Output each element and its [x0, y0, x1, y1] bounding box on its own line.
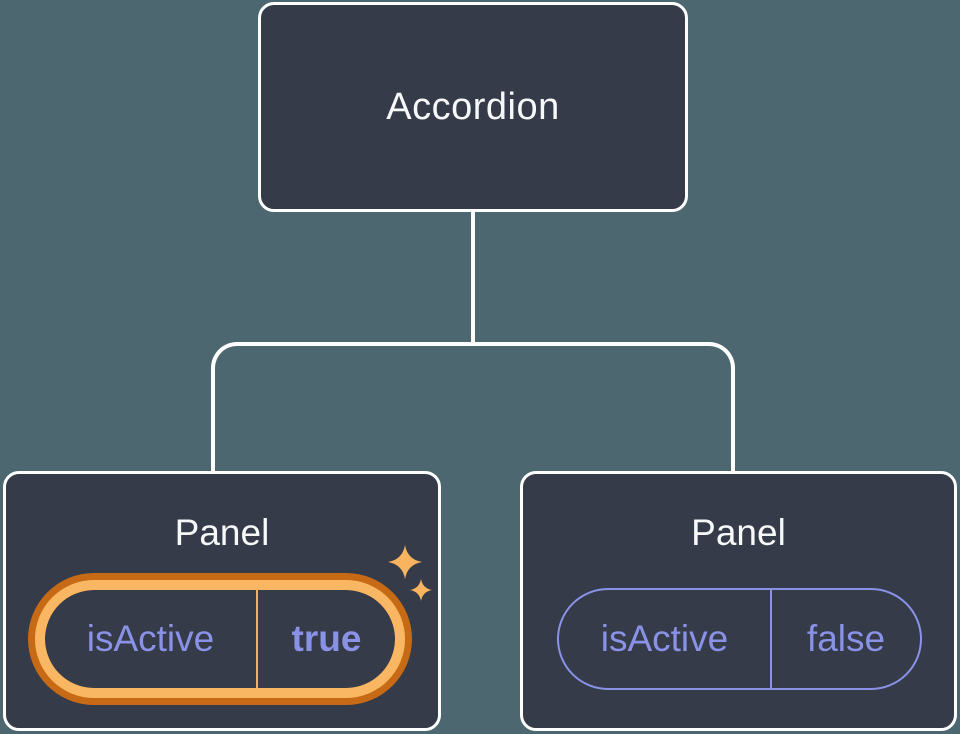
state-pill-inactive: isActive false: [557, 588, 922, 690]
panel-active-card: Panel isActive true: [3, 471, 441, 731]
sparkles-icon: [388, 545, 432, 601]
connector-branch: [211, 342, 735, 471]
state-value-label: false: [806, 618, 886, 659]
pill-divider: [770, 590, 772, 688]
state-key-label: isActive: [86, 618, 215, 659]
panel-inactive-card: Panel isActive false: [520, 471, 957, 731]
state-pill-active: isActive true: [45, 590, 395, 688]
state-key-label: isActive: [600, 618, 729, 659]
accordion-label: Accordion: [386, 86, 560, 128]
connector-stem: [471, 211, 475, 343]
accordion-component-card: Accordion: [258, 2, 688, 212]
panel-inactive-label: Panel: [691, 512, 786, 553]
state-value-label: true: [291, 618, 362, 659]
panel-active-label: Panel: [174, 512, 270, 553]
pill-divider: [256, 590, 258, 688]
